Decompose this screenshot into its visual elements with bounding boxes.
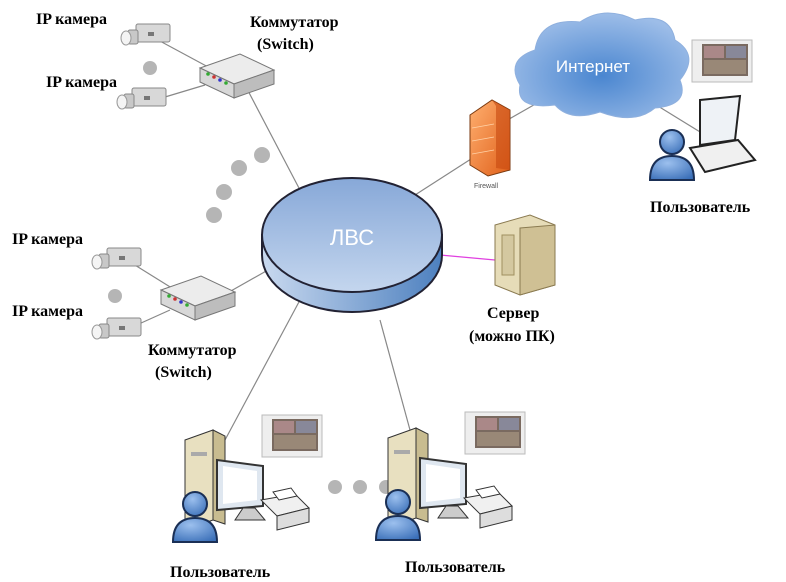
camera-label: IP камера xyxy=(36,11,107,28)
server-sublabel: (можно ПК) xyxy=(469,328,555,345)
video-screenshot xyxy=(464,411,526,455)
user-label: Пользователь xyxy=(170,564,271,581)
video-screenshot xyxy=(691,39,753,83)
switch-label: Коммутатор xyxy=(250,14,339,31)
ip-camera-1[interactable] xyxy=(120,23,171,46)
ip-camera-3[interactable] xyxy=(91,247,142,270)
switch-label: Коммутатор xyxy=(148,342,237,359)
user-icon xyxy=(649,129,695,181)
server-link xyxy=(439,254,496,261)
lan-label: ЛВС xyxy=(330,225,374,250)
ip-camera-4[interactable] xyxy=(91,317,142,340)
switch-sublabel: (Switch) xyxy=(155,364,212,381)
firewall-label: Firewall xyxy=(474,183,499,190)
server[interactable] xyxy=(494,214,556,296)
switch-2[interactable] xyxy=(160,275,236,321)
internet-label: Интернет xyxy=(556,57,630,76)
internet-cloud[interactable]: Интернет xyxy=(514,12,690,119)
switch-1[interactable] xyxy=(199,53,275,99)
camera-label: IP камера xyxy=(46,74,117,91)
user-label: Пользователь xyxy=(405,559,506,576)
camera-label: IP камера xyxy=(12,303,83,320)
ip-camera-2[interactable] xyxy=(116,87,167,110)
remote-user-laptop[interactable] xyxy=(688,94,757,174)
lan-cylinder[interactable]: ЛВС xyxy=(261,177,443,313)
switch-sublabel: (Switch) xyxy=(257,36,314,53)
firewall[interactable]: Firewall xyxy=(469,99,511,190)
server-label: Сервер xyxy=(487,305,539,322)
user-label: Пользователь xyxy=(650,199,751,216)
camera-label: IP камера xyxy=(12,231,83,248)
video-screenshot xyxy=(261,414,323,458)
